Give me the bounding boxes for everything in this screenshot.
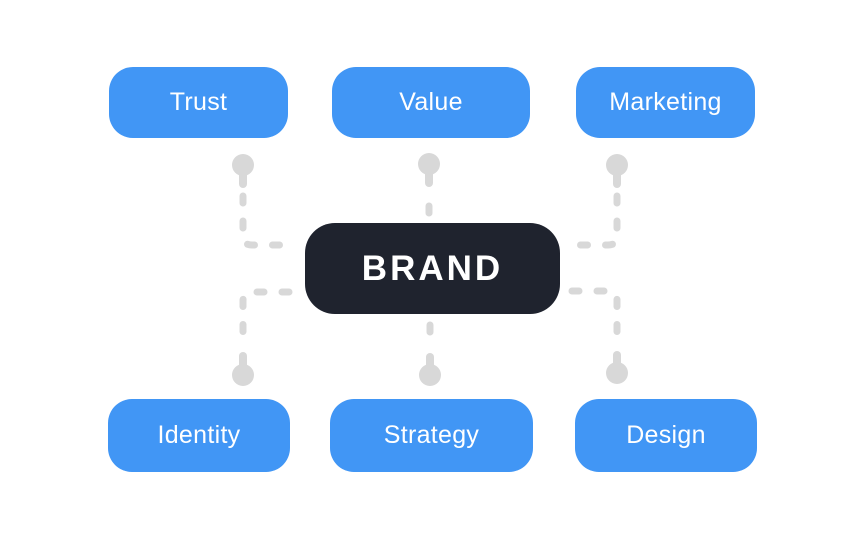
node-trust-label: Trust — [169, 88, 228, 116]
node-value-label: Value — [399, 88, 463, 116]
connector-value — [418, 153, 440, 224]
node-identity-label: Identity — [157, 421, 241, 449]
connector-design — [568, 287, 628, 384]
connector-dash-trust — [239, 192, 295, 249]
node-identity: Identity — [108, 399, 290, 472]
connector-identity — [232, 288, 293, 386]
node-strategy: Strategy — [330, 399, 533, 472]
connector-dash-design — [568, 287, 621, 347]
connector-dash-marketing — [568, 192, 621, 249]
node-trust: Trust — [109, 67, 288, 138]
connector-dash-identity — [239, 288, 293, 348]
node-value: Value — [332, 67, 530, 138]
node-marketing-label: Marketing — [609, 88, 722, 116]
node-strategy-label: Strategy — [383, 421, 480, 449]
brand-center-label: BRAND — [361, 248, 504, 288]
connector-strategy — [419, 321, 441, 386]
node-marketing: Marketing — [576, 67, 755, 138]
node-design-label: Design — [626, 421, 706, 449]
node-design: Design — [575, 399, 757, 472]
brand-center-node: BRAND — [305, 223, 560, 314]
connector-marketing — [568, 154, 628, 249]
connector-trust — [232, 154, 295, 249]
